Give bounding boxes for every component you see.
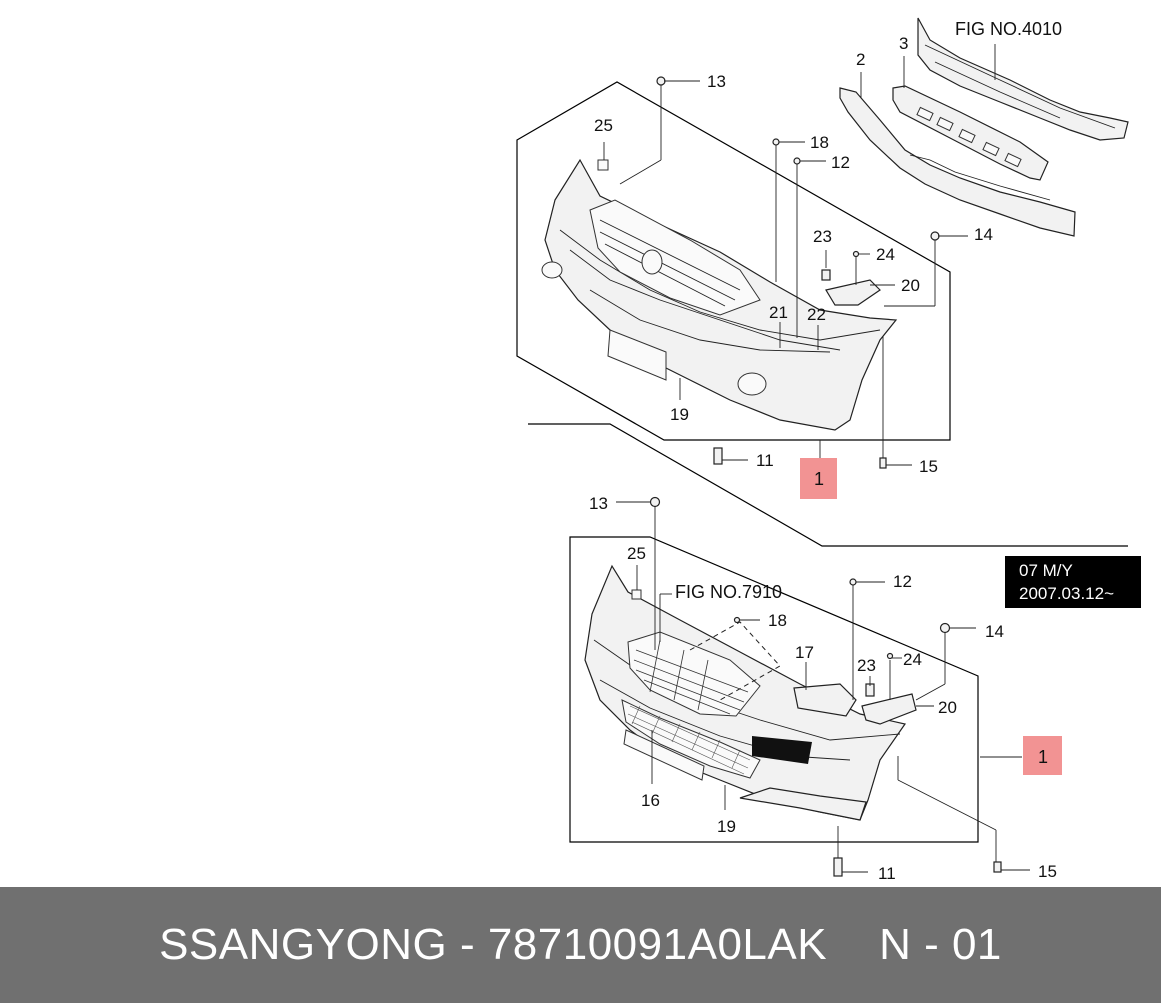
upper-clip-25 [597, 159, 609, 171]
upper-callout-15: 15 [919, 457, 938, 476]
model-year-label: 07 M/Y 2007.03.12~ [1005, 556, 1141, 608]
upper-fog-lamp-left [541, 261, 563, 279]
lower-callout-11: 11 [878, 864, 896, 883]
upper-callout-12: 12 [831, 153, 850, 172]
lower-callout-24: 24 [903, 650, 922, 669]
footer-brand: SSANGYONG [159, 920, 448, 969]
upper-assembly-frame [516, 81, 951, 441]
lower-callout-19: 19 [717, 817, 736, 836]
upper-callout-19: 19 [670, 405, 689, 424]
lower-callout-17: 17 [795, 643, 814, 662]
reinforcement-beam-group [839, 17, 1129, 237]
fig-ref-4010: FIG NO.4010 [955, 19, 1062, 39]
upper-assembly-badge-label: 1 [814, 469, 824, 489]
footer-separator: - [459, 920, 476, 969]
variant-divider [528, 423, 1128, 547]
lower-callout-12: 12 [893, 572, 912, 591]
fig7910-dashed-guide [689, 621, 781, 701]
lower-callout-20: 20 [938, 698, 957, 717]
lower-clip-25 [631, 589, 642, 600]
lower-assembly: 13 25 FIG NO.7910 12 18 14 17 23 24 20 1… [569, 494, 1062, 883]
lower-mesh-grille-16 [621, 699, 761, 779]
upper-callout-23: 23 [813, 227, 832, 246]
footer-part-number: 78710091A0LAK [487, 920, 828, 969]
upper-callout-21: 21 [769, 303, 788, 322]
model-year-line1: 07 M/Y [1019, 561, 1073, 580]
upper-callout-3: 3 [899, 34, 908, 53]
lower-assembly-badge [1023, 736, 1062, 775]
lower-callout-16: 16 [641, 791, 660, 810]
upper-assembly: 13 25 18 12 23 24 14 20 21 22 19 11 15 2… [516, 19, 1062, 499]
upper-assembly-badge [800, 458, 837, 499]
upper-license-plate-19 [607, 329, 667, 381]
parts-diagram: 13 25 18 12 23 24 14 20 21 22 19 11 15 2… [516, 17, 1141, 883]
lower-skid-plate [739, 787, 867, 821]
upper-callout-22: 22 [807, 305, 826, 324]
lower-license-plate-19 [623, 729, 705, 781]
bumper-beam-fig4010 [917, 17, 1129, 141]
upper-callout-20: 20 [901, 276, 920, 295]
upper-bracket-20 [825, 279, 881, 306]
lower-leader-lines [616, 501, 1030, 873]
lower-callout-18: 18 [768, 611, 787, 630]
lower-callout-15: 15 [1038, 862, 1057, 881]
model-year-line2: 2007.03.12~ [1019, 584, 1114, 603]
lower-bracket-17 [793, 683, 857, 717]
lower-callout-14: 14 [985, 622, 1004, 641]
energy-absorber-part2 [839, 87, 1076, 237]
fig-ref-7910: FIG NO.7910 [675, 582, 782, 602]
lower-callout-23: 23 [857, 656, 876, 675]
upper-callout-18: 18 [810, 133, 829, 152]
lower-bracket-20 [861, 693, 917, 725]
upper-leader-lines [603, 80, 968, 466]
footer-position: N - 01 [879, 920, 1002, 969]
upper-fog-lamp-right [737, 372, 767, 396]
lower-callout-13: 13 [589, 494, 608, 513]
lower-upper-grille [627, 631, 761, 717]
upper-callout-25: 25 [594, 116, 613, 135]
lower-assembly-badge-label: 1 [1038, 747, 1048, 767]
upper-callout-14: 14 [974, 225, 993, 244]
lower-assembly-frame [569, 536, 979, 843]
upper-callout-2: 2 [856, 50, 865, 69]
lower-dark-bracket [752, 736, 812, 764]
upper-callout-24: 24 [876, 245, 895, 264]
upper-callout-13: 13 [707, 72, 726, 91]
lower-callout-25: 25 [627, 544, 646, 563]
upper-callout-11: 11 [756, 451, 774, 470]
part-footer-banner: SSANGYONG - 78710091A0LAK N - 01 [0, 887, 1161, 1003]
